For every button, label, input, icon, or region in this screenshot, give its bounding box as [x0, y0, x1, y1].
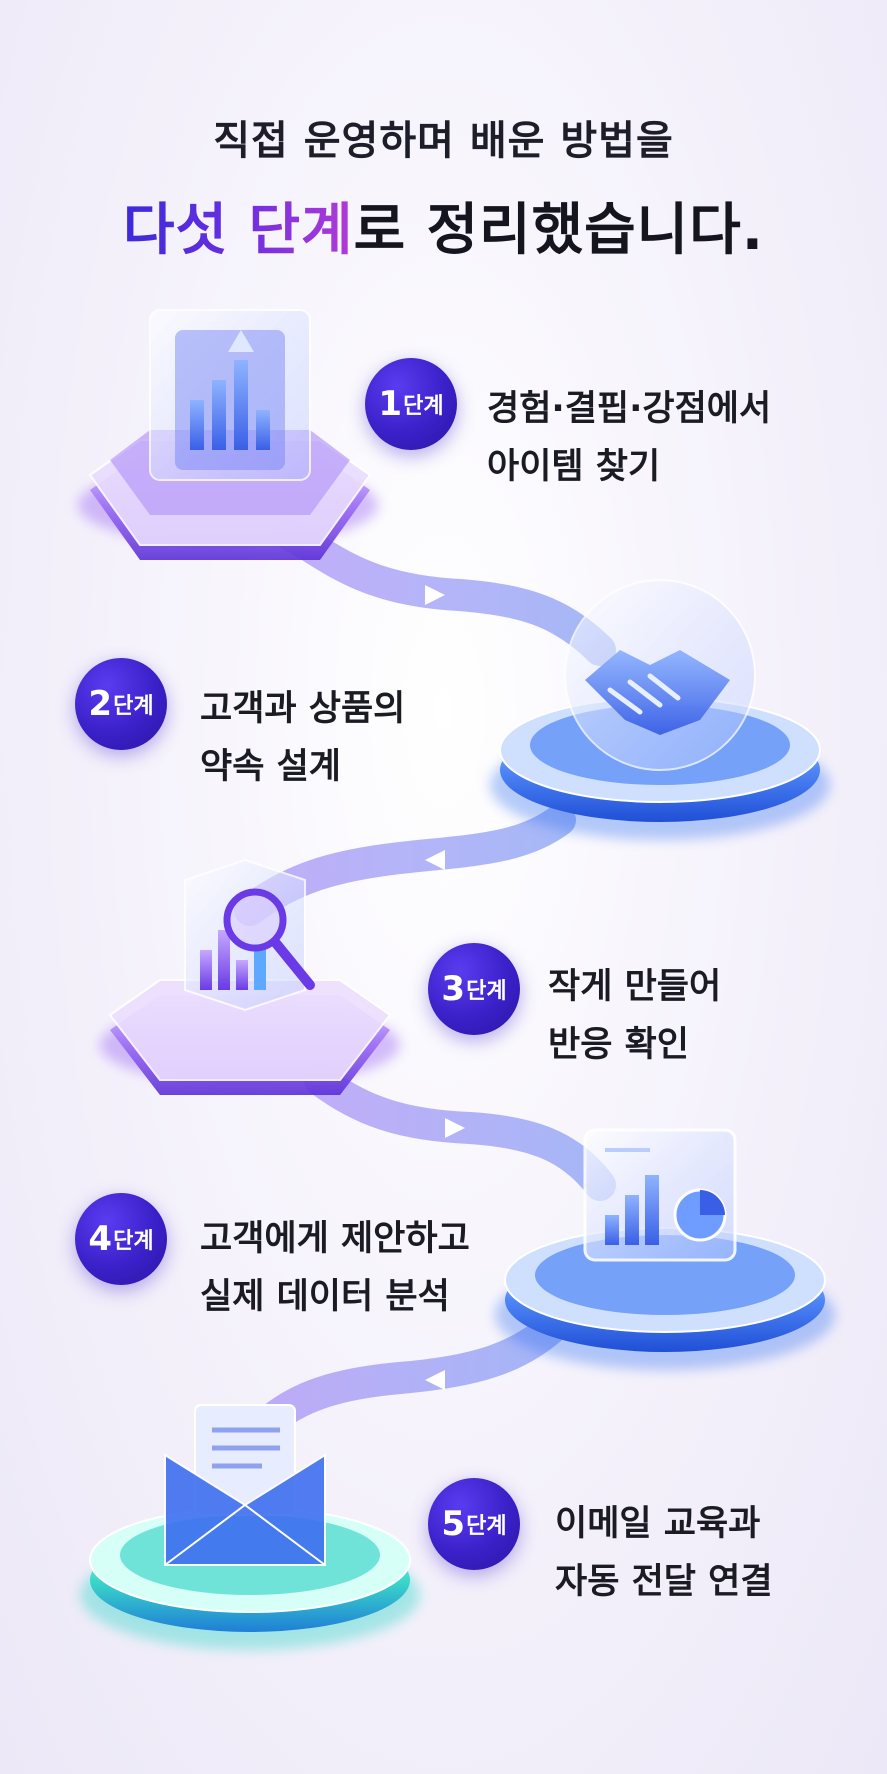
analytics-dashboard-icon	[583, 1128, 737, 1262]
step-3-unit: 단계	[466, 979, 507, 1004]
arrow-right-icon	[445, 1118, 465, 1138]
step-4-line-1: 고객에게 제안하고	[200, 1219, 470, 1259]
connector-1-2	[274, 519, 616, 666]
step-5-unit: 단계	[466, 1514, 507, 1539]
step-4-line-2: 실제 데이터 분석	[200, 1277, 450, 1317]
growth-chart-cube-icon	[190, 330, 270, 450]
step-1-line-2: 아이템 찾기	[487, 447, 661, 487]
pedestal-step-1	[78, 309, 378, 560]
email-envelope-icon	[164, 1404, 326, 1566]
step-2-unit: 단계	[113, 694, 154, 719]
headline-line-2: 다섯 단계로 정리했습니다.	[0, 185, 887, 266]
headline-line-1: 직접 운영하며 배운 방법을	[213, 118, 674, 164]
step-1-number: 1	[378, 384, 403, 424]
arrow-right-icon	[425, 585, 445, 605]
step-2-line-2: 약속 설계	[200, 747, 341, 787]
step-2-line-1: 고객과 상품의	[200, 689, 406, 729]
step-3-line-2: 반응 확인	[548, 1025, 689, 1065]
step-3-number: 3	[441, 969, 466, 1009]
step-3-line-1: 작게 만들어	[548, 967, 722, 1007]
headline-accent: 다섯 단계	[123, 198, 354, 263]
arrow-left-icon	[425, 850, 445, 870]
step-4-number: 4	[88, 1219, 113, 1259]
arrow-left-icon	[425, 1370, 445, 1390]
step-1-unit: 단계	[403, 394, 444, 419]
step-2-number: 2	[88, 684, 113, 724]
step-5-line-2: 자동 전달 연결	[555, 1562, 773, 1602]
step-5-number: 5	[441, 1504, 466, 1544]
handshake-icon	[585, 650, 730, 735]
connector-3-4	[304, 1064, 616, 1201]
headline-rest: 로 정리했습니다.	[353, 198, 764, 263]
step-5-line-1: 이메일 교육과	[555, 1504, 761, 1544]
magnifier-chart-icon	[200, 888, 315, 990]
step-1-line-1: 경험·결핍·강점에서	[487, 389, 772, 429]
step-4-unit: 단계	[113, 1229, 154, 1254]
